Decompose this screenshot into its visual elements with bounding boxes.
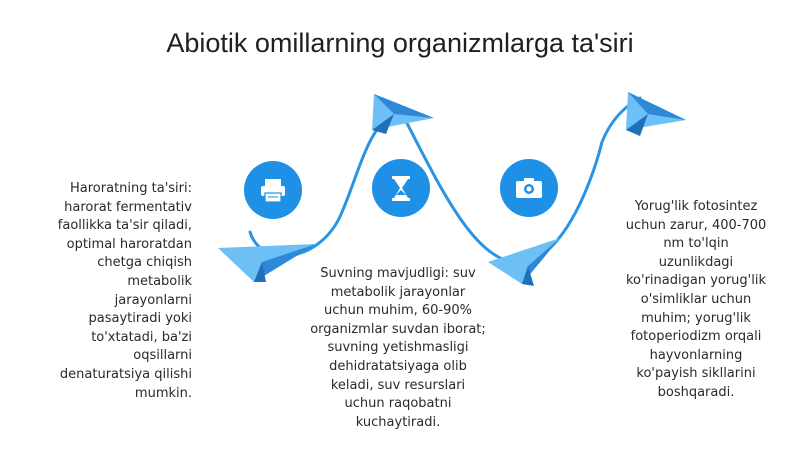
camera-icon <box>500 159 558 217</box>
paper-plane-icon <box>488 238 560 286</box>
hourglass-icon <box>372 159 430 217</box>
printer-icon <box>244 161 302 219</box>
page-title: Abiotik omillarning organizmlarga ta'sir… <box>166 28 634 58</box>
paper-plane-icon <box>218 244 316 282</box>
text-block-light: Yorug'lik fotosintez uchun zarur, 400-70… <box>625 199 767 400</box>
paper-plane-icon <box>372 94 434 134</box>
text-block-temperature: Haroratning ta'siri: harorat fermentativ… <box>57 181 192 401</box>
paper-plane-icon <box>626 92 686 136</box>
wave-curve <box>248 96 642 264</box>
text-block-water: Suvning mavjudligi: suv metabolik jarayo… <box>310 266 486 430</box>
